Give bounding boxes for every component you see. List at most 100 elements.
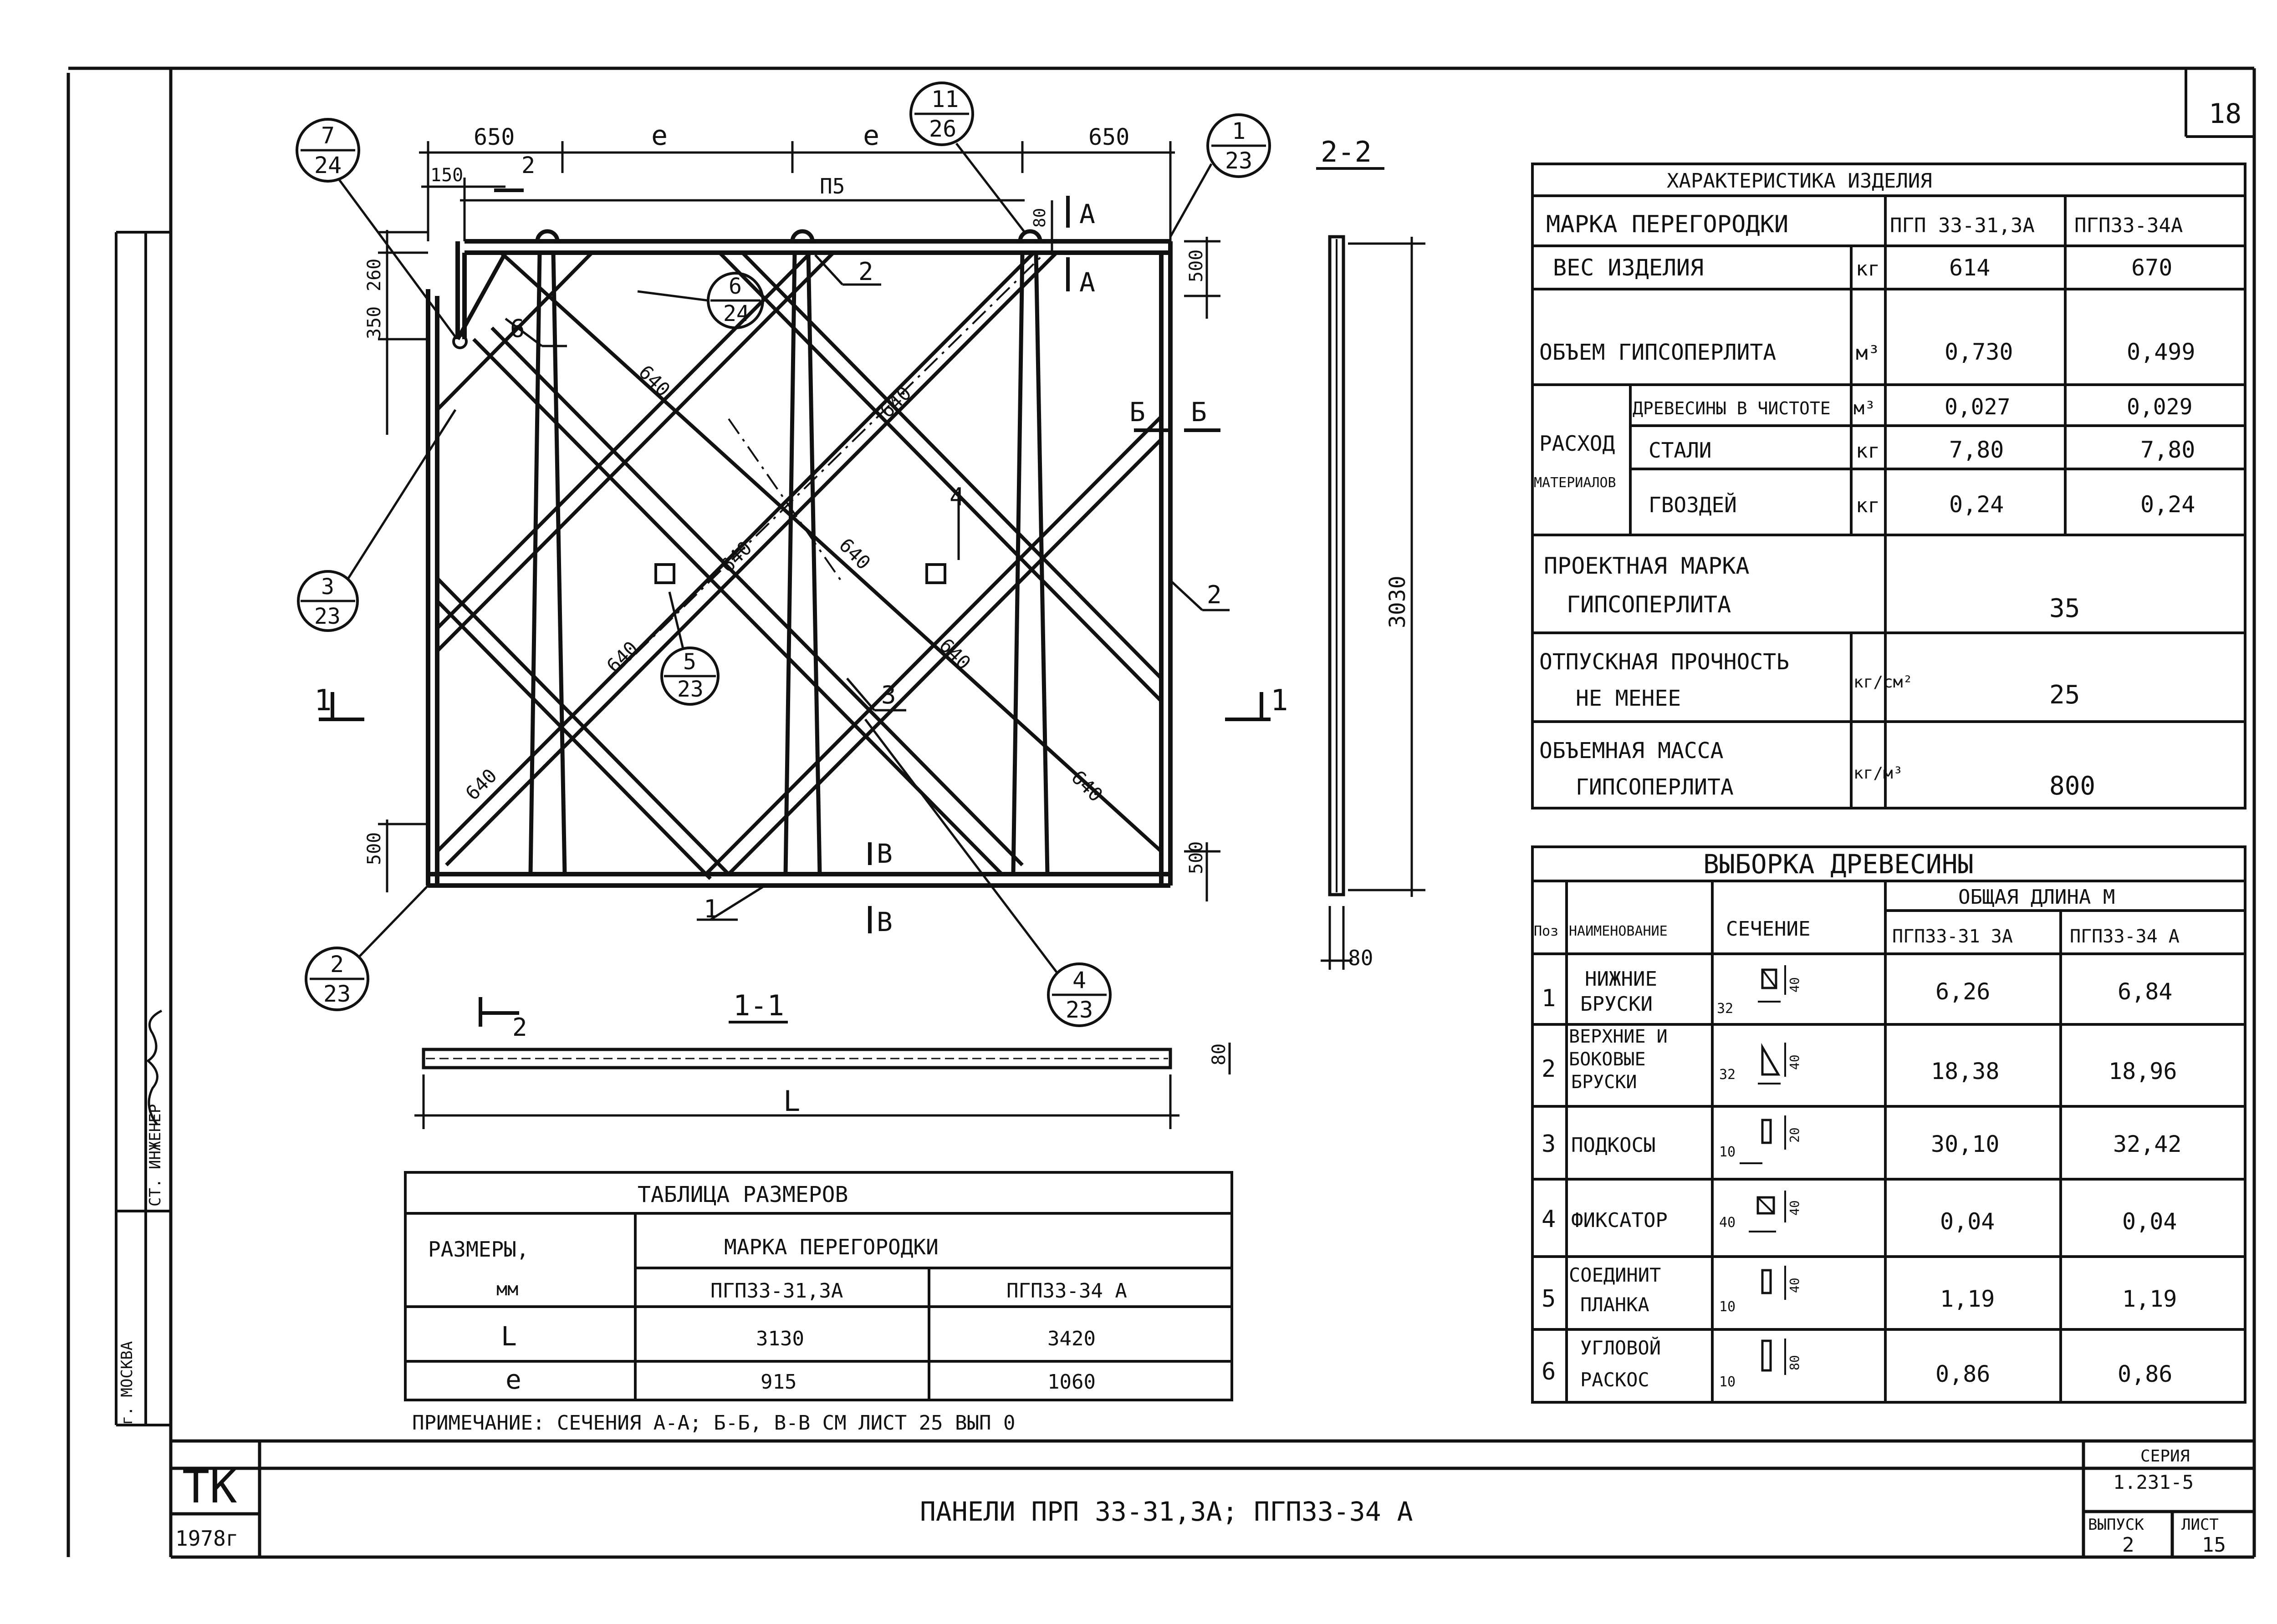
section-A-bottom: А <box>1079 267 1095 298</box>
section-1-left: 1 <box>314 684 332 718</box>
svg-text:40: 40 <box>1787 1200 1802 1216</box>
char-strength-2: НЕ МЕНЕЕ <box>1576 686 1681 711</box>
svg-text:ВЕРХНИЕ И: ВЕРХНИЕ И <box>1569 1026 1668 1047</box>
section-markers <box>319 188 1271 1027</box>
svg-text:40: 40 <box>1719 1215 1736 1231</box>
svg-text:32,42: 32,42 <box>2113 1131 2182 1157</box>
char-design-value: 35 <box>2049 594 2080 623</box>
sizes-row-e-name: e <box>505 1364 521 1395</box>
svg-text:32: 32 <box>1719 1067 1736 1083</box>
char-volume-b: 0,499 <box>2127 339 2195 365</box>
svg-text:23: 23 <box>1225 148 1252 174</box>
characteristics-table: ХАРАКТЕРИСТИКА ИЗДЕЛИЯ МАРКА ПЕРЕГОРОДКИ… <box>1531 163 2246 809</box>
section-A-top: А <box>1079 199 1095 229</box>
char-design-1: ПРОЕКТНАЯ МАРКА <box>1544 553 1750 579</box>
position-leaders <box>505 254 1230 921</box>
sizes-row-e-a: 915 <box>761 1370 796 1394</box>
signature-mark <box>146 1009 163 1125</box>
sheet-frame <box>66 66 2256 1559</box>
section-1-1-view: 1-1 L 80 <box>414 989 1231 1129</box>
char-consumption-2: МАТЕРИАЛОВ <box>1534 475 1616 491</box>
wood-col-pos: Поз <box>1534 923 1558 939</box>
char-volume-unit: м³ <box>1856 341 1880 365</box>
dim-e-right: e <box>863 120 879 152</box>
dim-500-right-bottom: 500 <box>1186 841 1207 874</box>
svg-text:0,04: 0,04 <box>1940 1208 1995 1235</box>
section-1-right: 1 <box>1271 684 1288 718</box>
svg-text:1: 1 <box>1542 985 1556 1012</box>
wood-table: ВЫБОРКА ДРЕВЕСИНЫ Поз НАИМЕНОВАНИЕ СЕЧЕН… <box>1531 845 2246 1404</box>
char-steel-b: 7,80 <box>2140 437 2195 463</box>
svg-text:БРУСКИ: БРУСКИ <box>1580 993 1653 1016</box>
callout-3-23: 3 23 <box>297 409 457 632</box>
wood-col-section: СЕЧЕНИЕ <box>1726 917 1810 941</box>
char-nails-unit: кг <box>1856 494 1880 517</box>
year: 1978г <box>175 1526 238 1551</box>
dim-80-top: 80 <box>1031 208 1049 228</box>
section-V-top: В <box>877 838 893 869</box>
engineer-label: СТ. ИНЖЕНЕР <box>146 1104 164 1207</box>
dim-L: L <box>783 1084 800 1118</box>
sheet-label: ЛИСТ <box>2181 1516 2219 1534</box>
diagonal-braces <box>436 251 1163 880</box>
dim-150: 150 <box>430 165 463 186</box>
pos-6-label: 6 <box>510 314 525 343</box>
brace-centerlines <box>587 254 1044 702</box>
char-density-1: ОБЪЕМНАЯ МАССА <box>1539 738 1724 764</box>
callout-2-23: 2 23 <box>305 885 429 1011</box>
label-p5: П5 <box>820 174 845 199</box>
svg-text:23: 23 <box>677 677 704 702</box>
char-strength-1: ОТПУСКНАЯ ПРОЧНОСТЬ <box>1539 649 1789 675</box>
sizes-col-header-2: мм <box>496 1279 518 1300</box>
char-steel-a: 7,80 <box>1949 437 2004 463</box>
svg-text:ПОДКОСЫ: ПОДКОСЫ <box>1571 1134 1655 1157</box>
sheet-index: 15 <box>2202 1533 2226 1557</box>
dim-650-left: 650 <box>474 124 515 150</box>
issue-label: ВЫПУСК <box>2088 1516 2144 1534</box>
char-strength-value: 25 <box>2049 680 2080 710</box>
dim-500-right-top: 500 <box>1186 249 1207 282</box>
svg-text:18,96: 18,96 <box>2109 1058 2177 1084</box>
svg-text:6,26: 6,26 <box>1935 978 1990 1005</box>
sizes-col-a: ПГП33-31,3А <box>710 1279 843 1303</box>
wood-col-name: НАИМЕНОВАНИЕ <box>1569 923 1668 939</box>
sizes-col-mark: МАРКА ПЕРЕГОРОДКИ <box>724 1235 939 1259</box>
svg-text:10: 10 <box>1719 1374 1736 1390</box>
sizes-row-L-a: 3130 <box>756 1327 804 1350</box>
pos-3-label: 3 <box>881 681 896 709</box>
sheet-number-box <box>2185 68 2254 138</box>
svg-text:БОКОВЫЕ: БОКОВЫЕ <box>1569 1049 1646 1070</box>
pos-4-label: 4 <box>950 483 965 511</box>
svg-text:3: 3 <box>321 574 334 600</box>
lifting-loops <box>535 229 1042 242</box>
char-volume-label: ОБЪЕМ ГИПСОПЕРЛИТА <box>1539 340 1776 365</box>
dim-260: 260 <box>364 259 385 291</box>
svg-text:24: 24 <box>723 301 750 326</box>
wood-row-3: 3 ПОДКОСЫ 10 20 30,10 32,42 <box>1542 1115 2182 1164</box>
section-B-right: Б <box>1191 397 1207 428</box>
char-strength-unit: кг/см² <box>1853 673 1913 692</box>
sizes-row-L-b: 3420 <box>1047 1327 1096 1350</box>
svg-text:4: 4 <box>1072 967 1086 993</box>
wood-title: ВЫБОРКА ДРЕВЕСИНЫ <box>1703 849 1974 880</box>
sizes-col-header-1: РАЗМЕРЫ, <box>428 1237 529 1262</box>
svg-text:640: 640 <box>461 764 501 804</box>
svg-text:2: 2 <box>330 951 344 977</box>
svg-text:0,86: 0,86 <box>1935 1361 1990 1387</box>
svg-text:0,04: 0,04 <box>2122 1208 2177 1235</box>
char-title: ХАРАКТЕРИСТИКА ИЗДЕЛИЯ <box>1667 169 1932 193</box>
svg-text:ФИКСАТОР: ФИКСАТОР <box>1571 1209 1668 1232</box>
svg-text:3: 3 <box>1542 1130 1556 1158</box>
svg-text:32: 32 <box>1717 1001 1733 1017</box>
char-design-2: ГИПСОПЕРЛИТА <box>1567 591 1731 618</box>
svg-text:640: 640 <box>602 637 642 677</box>
svg-text:10: 10 <box>1719 1299 1736 1315</box>
callout-6-24: 6 24 <box>637 272 764 329</box>
issue-number: 2 <box>2122 1533 2134 1557</box>
dim-650-right: 650 <box>1088 124 1129 150</box>
section-B-left: Б <box>1129 397 1145 428</box>
char-wood-b: 0,029 <box>2127 394 2193 420</box>
wood-col-a: ПГП33-31 3А <box>1892 926 2013 947</box>
char-wood-a: 0,027 <box>1945 394 2011 420</box>
